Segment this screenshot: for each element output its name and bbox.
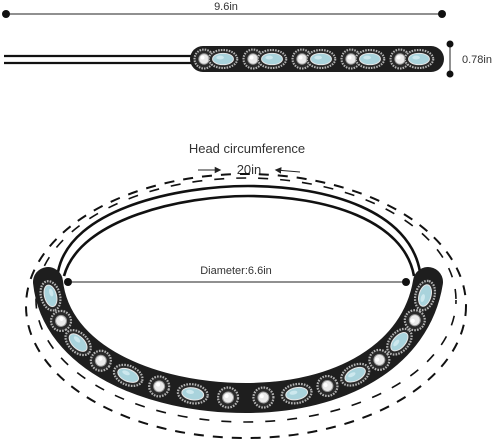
round-crystal [252,386,275,409]
circumference-arrows [198,166,301,174]
round-crystal [316,374,339,398]
length-label: 9.6in [214,1,238,13]
oval-stone [280,382,313,405]
round-crystal [89,349,112,372]
stone-row [193,48,435,70]
round-crystal [216,386,240,409]
curved-band-base [33,267,443,414]
oval-stone [413,279,437,312]
length-endpoint-left [2,10,10,18]
length-dimension: 9.6in [2,1,446,18]
diameter-endpoint-right [402,278,410,286]
width-endpoint-top [446,40,454,48]
curved-headband [33,267,443,414]
oval-stone [207,48,239,70]
round-crystal [242,48,264,70]
diameter-dimension: Diameter:6.6in [64,265,410,286]
oval-stone [112,363,144,388]
straight-headband [4,46,444,72]
oval-stone [64,328,92,357]
width-endpoint-bottom [446,70,454,78]
oval-stone [39,280,62,312]
diameter-endpoint-left [64,278,72,286]
length-endpoint-right [438,10,446,18]
oval-stone [256,48,288,70]
oval-stone [403,48,435,70]
outer-dashed-ellipse [25,173,467,439]
inner-dashed-ellipse [35,177,457,423]
oval-stone [176,383,209,405]
round-crystal [148,375,171,398]
diameter-label: Diameter:6.6in [200,265,272,277]
round-crystal [193,48,215,70]
curved-stone-row [39,279,437,409]
oval-stone [354,48,386,70]
head-circumference-title: Head circumference [189,141,305,156]
elastic-cords [56,184,422,277]
width-dimension: 0.78in [446,40,492,78]
width-label: 0.78in [462,54,492,66]
round-crystal [368,348,391,372]
round-crystal [49,309,73,333]
oval-stone [340,362,371,387]
round-crystal [403,309,426,332]
oval-stone [305,48,337,70]
